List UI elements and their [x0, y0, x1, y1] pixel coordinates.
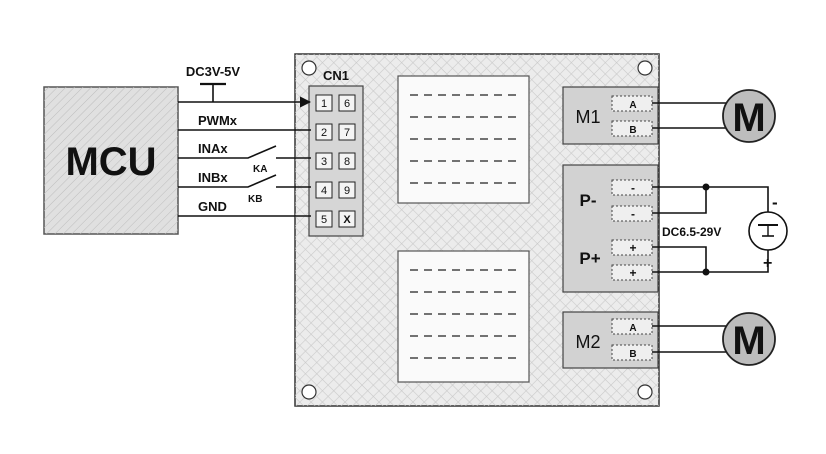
cn1-pin-6: [338, 94, 356, 112]
cn1-pin-label-3: 3: [321, 156, 327, 168]
logic-supply-label: DC3V-5V: [186, 64, 241, 79]
wire-inb: [178, 174, 277, 188]
p-minus-label: P-: [580, 191, 597, 210]
motor-2: M: [722, 312, 776, 366]
supply-plus-sign: +: [763, 255, 772, 272]
motor-2-symbol: M: [732, 319, 765, 363]
signal-label-pwm: PWMx: [198, 113, 238, 128]
motor-1: M: [722, 89, 776, 143]
dc-source-symbol: [748, 211, 788, 251]
cn1-pin-4: [315, 181, 333, 199]
junction-dot-minus: [702, 183, 710, 191]
power-terminal-4: +: [629, 266, 636, 280]
mounting-hole-tl: [301, 60, 317, 76]
m1-label: M1: [575, 107, 600, 127]
cn1-pin-label-1: 1: [321, 98, 327, 110]
m2-terminal-block: M2 A B: [562, 311, 659, 369]
wire-ina: [178, 145, 277, 159]
power-terminal-1: -: [631, 181, 635, 195]
motor-wires: [652, 102, 730, 353]
cn1-pin-label-6: 6: [344, 98, 350, 110]
cn1-pins: 1 2 3 4 5 6 7 8 9X: [315, 94, 356, 228]
cn1-pin-label-5: 5: [321, 214, 327, 226]
supply-voltage-label: DC6.5-29V: [662, 225, 721, 239]
p-plus-label: P+: [579, 249, 600, 268]
junction-dot-plus: [702, 268, 710, 276]
mounting-hole-br: [637, 384, 653, 400]
power-terminal-2: -: [631, 207, 635, 221]
m2-terminal-a: A: [629, 323, 636, 334]
cn1-pin-label-9: 9: [344, 185, 350, 197]
m2-label: M2: [575, 332, 600, 352]
switch-label-ka: KA: [253, 164, 267, 175]
mounting-hole-bl: [301, 384, 317, 400]
cn1-pin-1: [315, 94, 333, 112]
signal-label-inb: INBx: [198, 170, 228, 185]
mcu-label: MCU: [65, 140, 156, 184]
wire-pplus-1: [652, 246, 707, 272]
m2-terminal-b: B: [629, 349, 636, 360]
cn1-pin-2: [315, 123, 333, 141]
cn1-label: CN1: [323, 68, 349, 83]
motor-1-symbol: M: [732, 96, 765, 140]
cn1-pin-label-7: 7: [344, 127, 350, 139]
cn1-pin-3: [315, 152, 333, 170]
switch-label-kb: KB: [248, 194, 262, 205]
cn1-pin-label-8: 8: [344, 156, 350, 168]
cn1-pin-9: [338, 181, 356, 199]
driver-board: CN1 1 2 3 4 5 6 7 8 9X M1 A B P- P+ - - + +: [294, 53, 660, 407]
driver-chip-top: [397, 75, 530, 204]
mcu-block: MCU: [43, 86, 179, 235]
cn1-pin-label-4: 4: [321, 185, 327, 197]
wire-pminus-2: [652, 187, 707, 214]
wire-pminus-1: [652, 186, 769, 212]
cn1-pin-8: [338, 152, 356, 170]
cn1-pin-X: [338, 210, 356, 228]
m1-terminal-a: A: [629, 100, 636, 111]
driver-chip-bottom: [397, 250, 530, 383]
supply-minus-sign: -: [772, 193, 778, 212]
power-terminal-block: P- P+ - - + +: [562, 164, 659, 293]
cn1-pin-label-2: 2: [321, 127, 327, 139]
signal-label-gnd: GND: [198, 199, 227, 214]
cn1-pin-7: [338, 123, 356, 141]
m1-terminal-b: B: [629, 125, 636, 136]
signal-label-ina: INAx: [198, 141, 228, 156]
signal-wires: [178, 129, 311, 217]
logic-supply: DC3V-5V: [178, 64, 312, 108]
mounting-hole-tr: [637, 60, 653, 76]
cn1-pin-label-X: X: [343, 214, 351, 226]
m1-terminal-block: M1 A B: [562, 86, 659, 145]
power-wires: [652, 186, 769, 273]
power-terminal-3: +: [629, 241, 636, 255]
wire-pplus-2: [652, 250, 769, 273]
cn1-pin-5: [315, 210, 333, 228]
